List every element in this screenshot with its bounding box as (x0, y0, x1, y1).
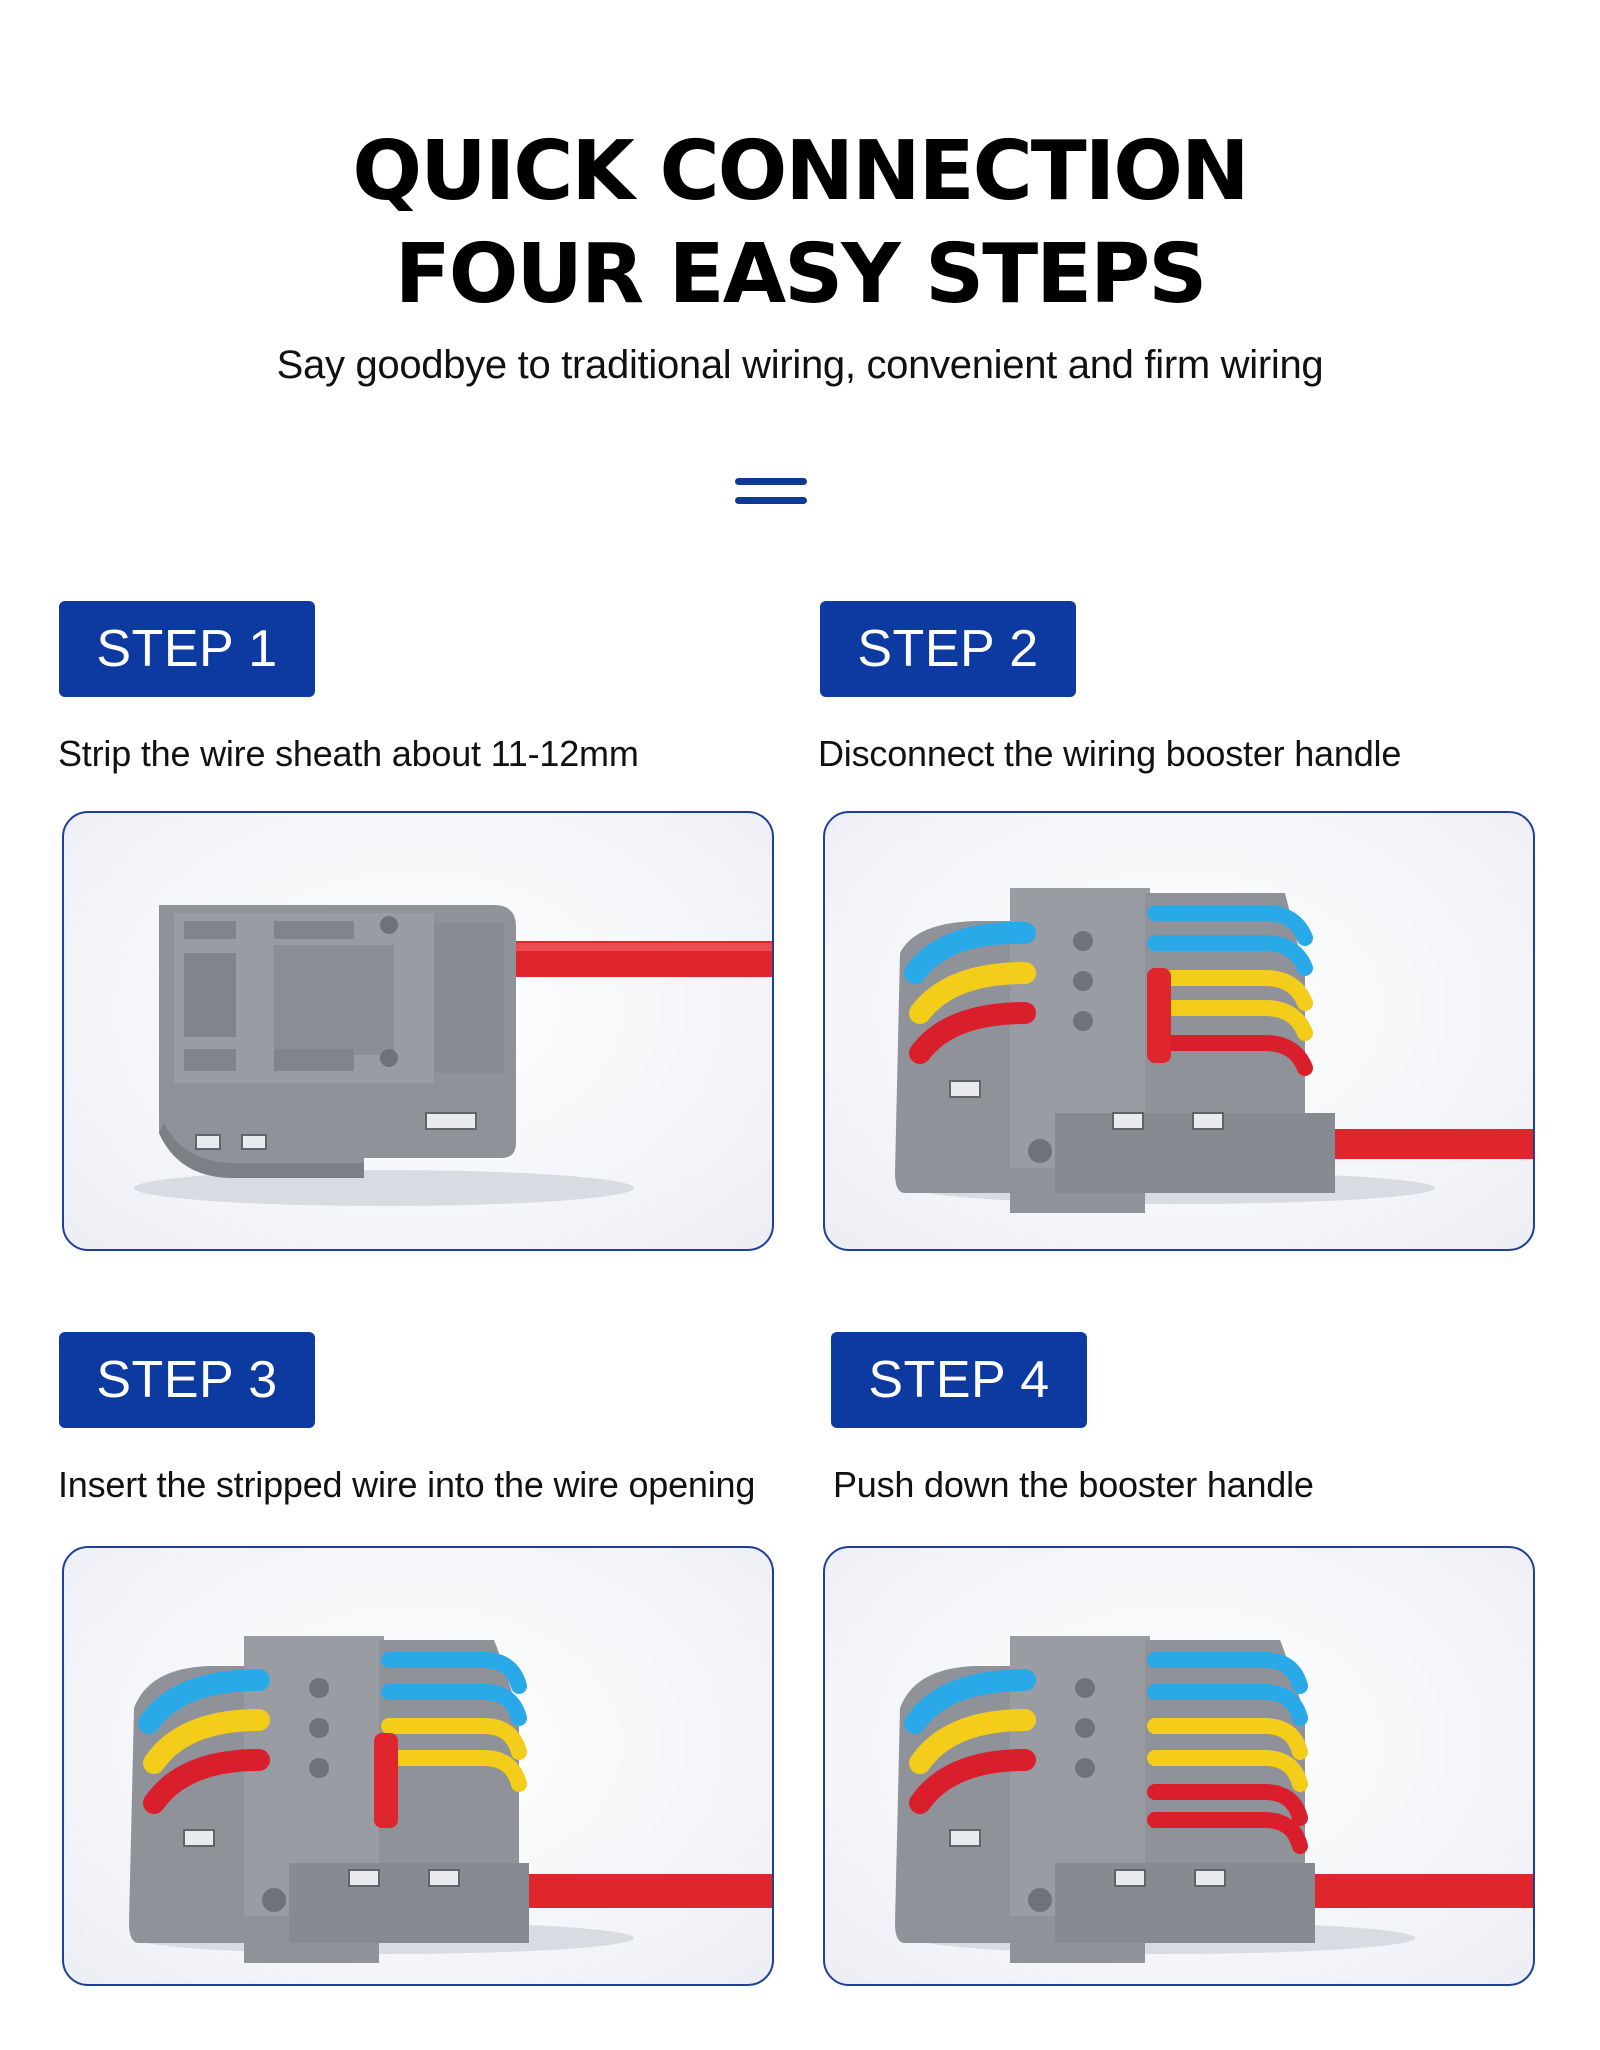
page-title-line1: QUICK CONNECTION (352, 124, 1249, 219)
step-4-image-panel (823, 1546, 1535, 1986)
step-2-description: Disconnect the wiring booster handle (818, 733, 1402, 774)
page-title-line2: FOUR EASY STEPS (394, 227, 1208, 322)
step-2-image-panel (823, 811, 1535, 1251)
connector-wire-inserted-photo (129, 1636, 772, 1963)
step-3-badge: STEP 3 (59, 1332, 315, 1428)
step-1-badge: STEP 1 (59, 601, 315, 697)
step-1-description: Strip the wire sheath about 11-12mm (58, 733, 639, 774)
step-3-description: Insert the stripped wire into the wire o… (58, 1464, 756, 1505)
divider-bar-top (735, 478, 807, 485)
connector-lever-open-photo (895, 888, 1533, 1213)
step-4-description: Push down the booster handle (833, 1464, 1314, 1505)
divider-bar-bottom (735, 497, 807, 504)
page-subtitle: Say goodbye to traditional wiring, conve… (276, 343, 1324, 387)
connector-stripped-wire-photo (134, 905, 772, 1206)
step-3-image-panel (62, 1546, 774, 1986)
step-1-image-panel (62, 811, 774, 1251)
step-4-badge: STEP 4 (831, 1332, 1087, 1428)
step-2-badge: STEP 2 (820, 601, 1076, 697)
connector-lever-closed-photo (895, 1636, 1533, 1963)
